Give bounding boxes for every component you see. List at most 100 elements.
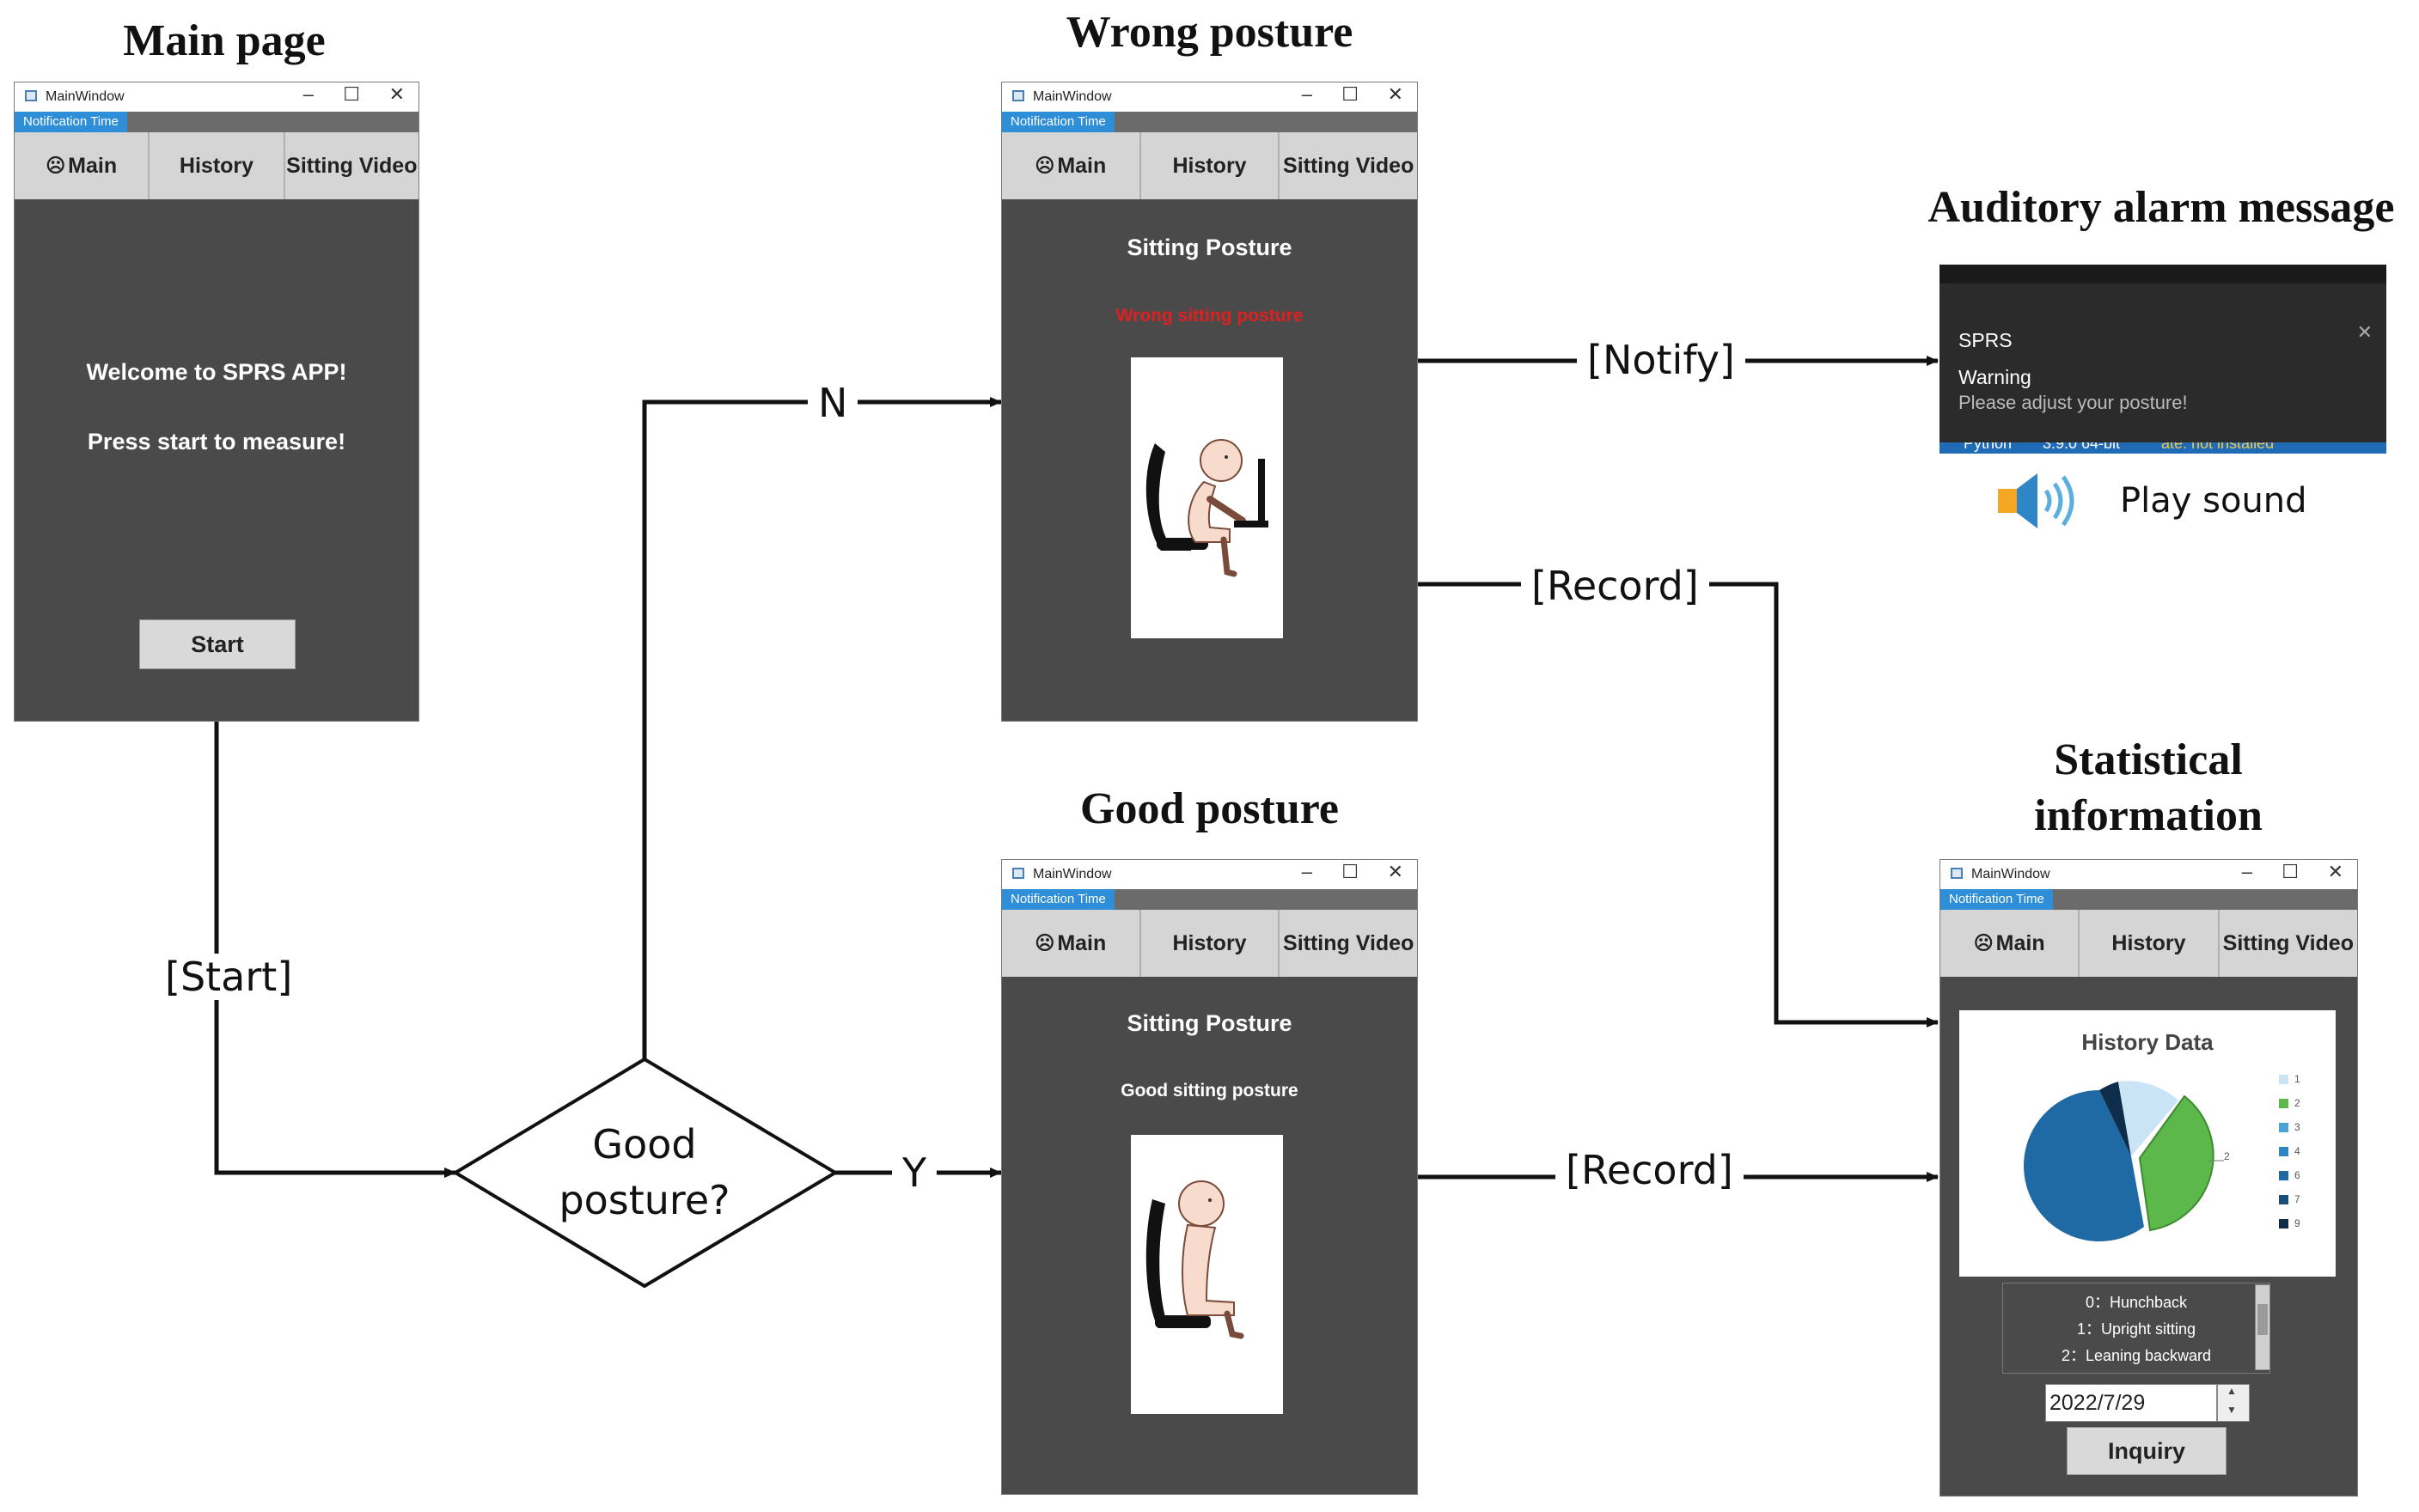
taskbar-fragment-3: ate: not installed <box>2161 442 2275 452</box>
speaker-icon <box>1998 468 2084 533</box>
pie-slice-light-blue <box>2118 1081 2178 1156</box>
sitting-posture-heading: Sitting Posture <box>1127 1010 1292 1036</box>
legend-swatch <box>2279 1219 2288 1228</box>
chevron-down-icon[interactable]: ▼ <box>2227 1404 2237 1416</box>
main-page-window: MainWindow – ☐ ✕ Notification Time ☹Main… <box>14 82 419 722</box>
tab-sitting-video[interactable]: Sitting Video <box>1280 910 1417 977</box>
maximize-icon[interactable]: ☐ <box>1341 83 1359 105</box>
pie-slice-dark-blue <box>2024 1090 2144 1241</box>
date-stepper[interactable]: ▲ ▼ <box>2217 1384 2250 1422</box>
notification-time-tab[interactable]: Notification Time <box>1940 889 2053 910</box>
toast-message: Please adjust your posture! <box>1958 392 2188 413</box>
tab-main-label: Main <box>1995 930 2045 955</box>
window-title: MainWindow <box>46 89 125 104</box>
tab-bar: ☹Main History Sitting Video <box>1002 910 1417 977</box>
tab-main[interactable]: ☹Main <box>1940 910 2080 977</box>
tab-history[interactable]: History <box>150 132 285 199</box>
list-item: 0：Hunchback <box>2085 1294 2188 1311</box>
legend-swatch <box>2279 1195 2288 1204</box>
tab-main[interactable]: ☹Main <box>15 132 150 199</box>
notification-time-tab[interactable]: Notification Time <box>1002 112 1115 132</box>
window-title: MainWindow <box>1971 867 2050 881</box>
maximize-icon[interactable]: ☐ <box>2282 861 2299 882</box>
window-titlebar: MainWindow – ☐ ✕ <box>1002 82 1417 112</box>
maximize-icon[interactable]: ☐ <box>343 83 360 105</box>
scroll-thumb[interactable] <box>2257 1304 2268 1335</box>
date-field[interactable]: 2022/7/29 <box>2045 1384 2217 1422</box>
legend-label: 2 <box>2294 1097 2300 1109</box>
instruction-text: Press start to measure! <box>87 429 346 454</box>
welcome-text: Welcome to SPRS APP! <box>86 359 347 385</box>
close-icon[interactable]: ✕ <box>388 83 405 105</box>
user-circle-icon: ☹ <box>1035 932 1055 954</box>
close-icon[interactable]: ✕ <box>2356 321 2373 343</box>
inquiry-button[interactable]: Inquiry <box>2067 1427 2227 1475</box>
statistical-title-1: Statistical <box>2054 735 2243 784</box>
close-icon[interactable]: ✕ <box>1387 861 1403 882</box>
tab-sitting-video[interactable]: Sitting Video <box>2220 910 2357 977</box>
taskbar-strip: Python 3.9.0 64-bit ate: not installed <box>1939 442 2386 454</box>
sitting-posture-heading: Sitting Posture <box>1127 235 1292 260</box>
tab-history-label: History <box>179 153 254 178</box>
yes-edge-label: Y <box>892 1149 938 1196</box>
minimize-icon[interactable]: – <box>1301 861 1312 882</box>
history-chart-panel: History Data 2 1 2 3 4 6 7 9 <box>1959 1010 2336 1277</box>
close-icon[interactable]: ✕ <box>1387 83 1403 105</box>
list-scrollbar[interactable] <box>2255 1284 2270 1370</box>
tab-video-label: Sitting Video <box>286 153 418 178</box>
tab-main-label: Main <box>1057 930 1107 955</box>
window-titlebar: MainWindow – ☐ ✕ <box>1002 860 1417 889</box>
upright-figure-image <box>1145 1180 1244 1339</box>
notification-bar: Notification Time <box>1002 889 1417 910</box>
tab-main[interactable]: ☹Main <box>1002 132 1141 199</box>
app-icon <box>1012 90 1024 101</box>
legend-label: 3 <box>2294 1121 2300 1133</box>
notification-time-tab[interactable]: Notification Time <box>15 112 127 132</box>
notification-bar: Notification Time <box>15 112 418 132</box>
main-page-title: Main page <box>123 16 326 65</box>
window-title: MainWindow <box>1033 867 1112 881</box>
tab-history[interactable]: History <box>1141 132 1280 199</box>
tab-history[interactable]: History <box>2080 910 2220 977</box>
good-posture-window: MainWindow – ☐ ✕ Notification Time ☹Main… <box>1001 859 1418 1495</box>
notification-time-tab[interactable]: Notification Time <box>1002 889 1115 910</box>
play-sound-label: Play sound <box>2120 481 2307 521</box>
start-button[interactable]: Start <box>139 619 296 669</box>
tab-video-label: Sitting Video <box>2222 930 2354 955</box>
tab-sitting-video[interactable]: Sitting Video <box>285 132 418 199</box>
tab-bar: ☹Main History Sitting Video <box>1940 910 2357 977</box>
tab-sitting-video[interactable]: Sitting Video <box>1280 132 1417 199</box>
pie-slice-green <box>2138 1094 2214 1232</box>
tab-history-label: History <box>2111 930 2186 955</box>
window-title: MainWindow <box>1033 89 1112 104</box>
notification-bar: Notification Time <box>1002 112 1417 132</box>
hunched-figure-image <box>1145 439 1268 577</box>
chevron-up-icon[interactable]: ▲ <box>2227 1385 2237 1397</box>
app-icon <box>1951 868 1963 879</box>
legend-swatch <box>2279 1123 2288 1132</box>
good-posture-title: Good posture <box>1080 784 1339 833</box>
window-titlebar: MainWindow – ☐ ✕ <box>1940 860 2357 889</box>
maximize-icon[interactable]: ☐ <box>1341 861 1359 882</box>
tab-main[interactable]: ☹Main <box>1002 910 1141 977</box>
minimize-icon[interactable]: – <box>1301 83 1312 105</box>
start-edge-label: [Start] <box>155 954 303 1000</box>
statistical-title-2: information <box>2034 791 2263 840</box>
tab-history[interactable]: History <box>1141 910 1280 977</box>
close-icon[interactable]: ✕ <box>2327 861 2343 882</box>
minimize-icon[interactable]: – <box>302 83 314 105</box>
history-chart-title: History Data <box>2081 1029 2214 1055</box>
notify-edge-label: [Notify] <box>1577 337 1745 383</box>
list-item: 2：Leaning backward <box>2061 1347 2212 1364</box>
legend-label: 1 <box>2294 1073 2300 1085</box>
taskbar-fragment-2: 3.9.0 64-bit <box>2043 442 2121 452</box>
user-circle-icon: ☹ <box>1973 932 1994 954</box>
legend-label: 9 <box>2294 1217 2300 1229</box>
app-icon <box>1012 868 1024 879</box>
window-titlebar: MainWindow – ☐ ✕ <box>15 82 418 112</box>
pie-slice-label: 2 <box>2224 1150 2230 1162</box>
minimize-icon[interactable]: – <box>2241 861 2252 882</box>
legend-label: 6 <box>2294 1169 2300 1181</box>
tab-video-label: Sitting Video <box>1283 930 1414 955</box>
